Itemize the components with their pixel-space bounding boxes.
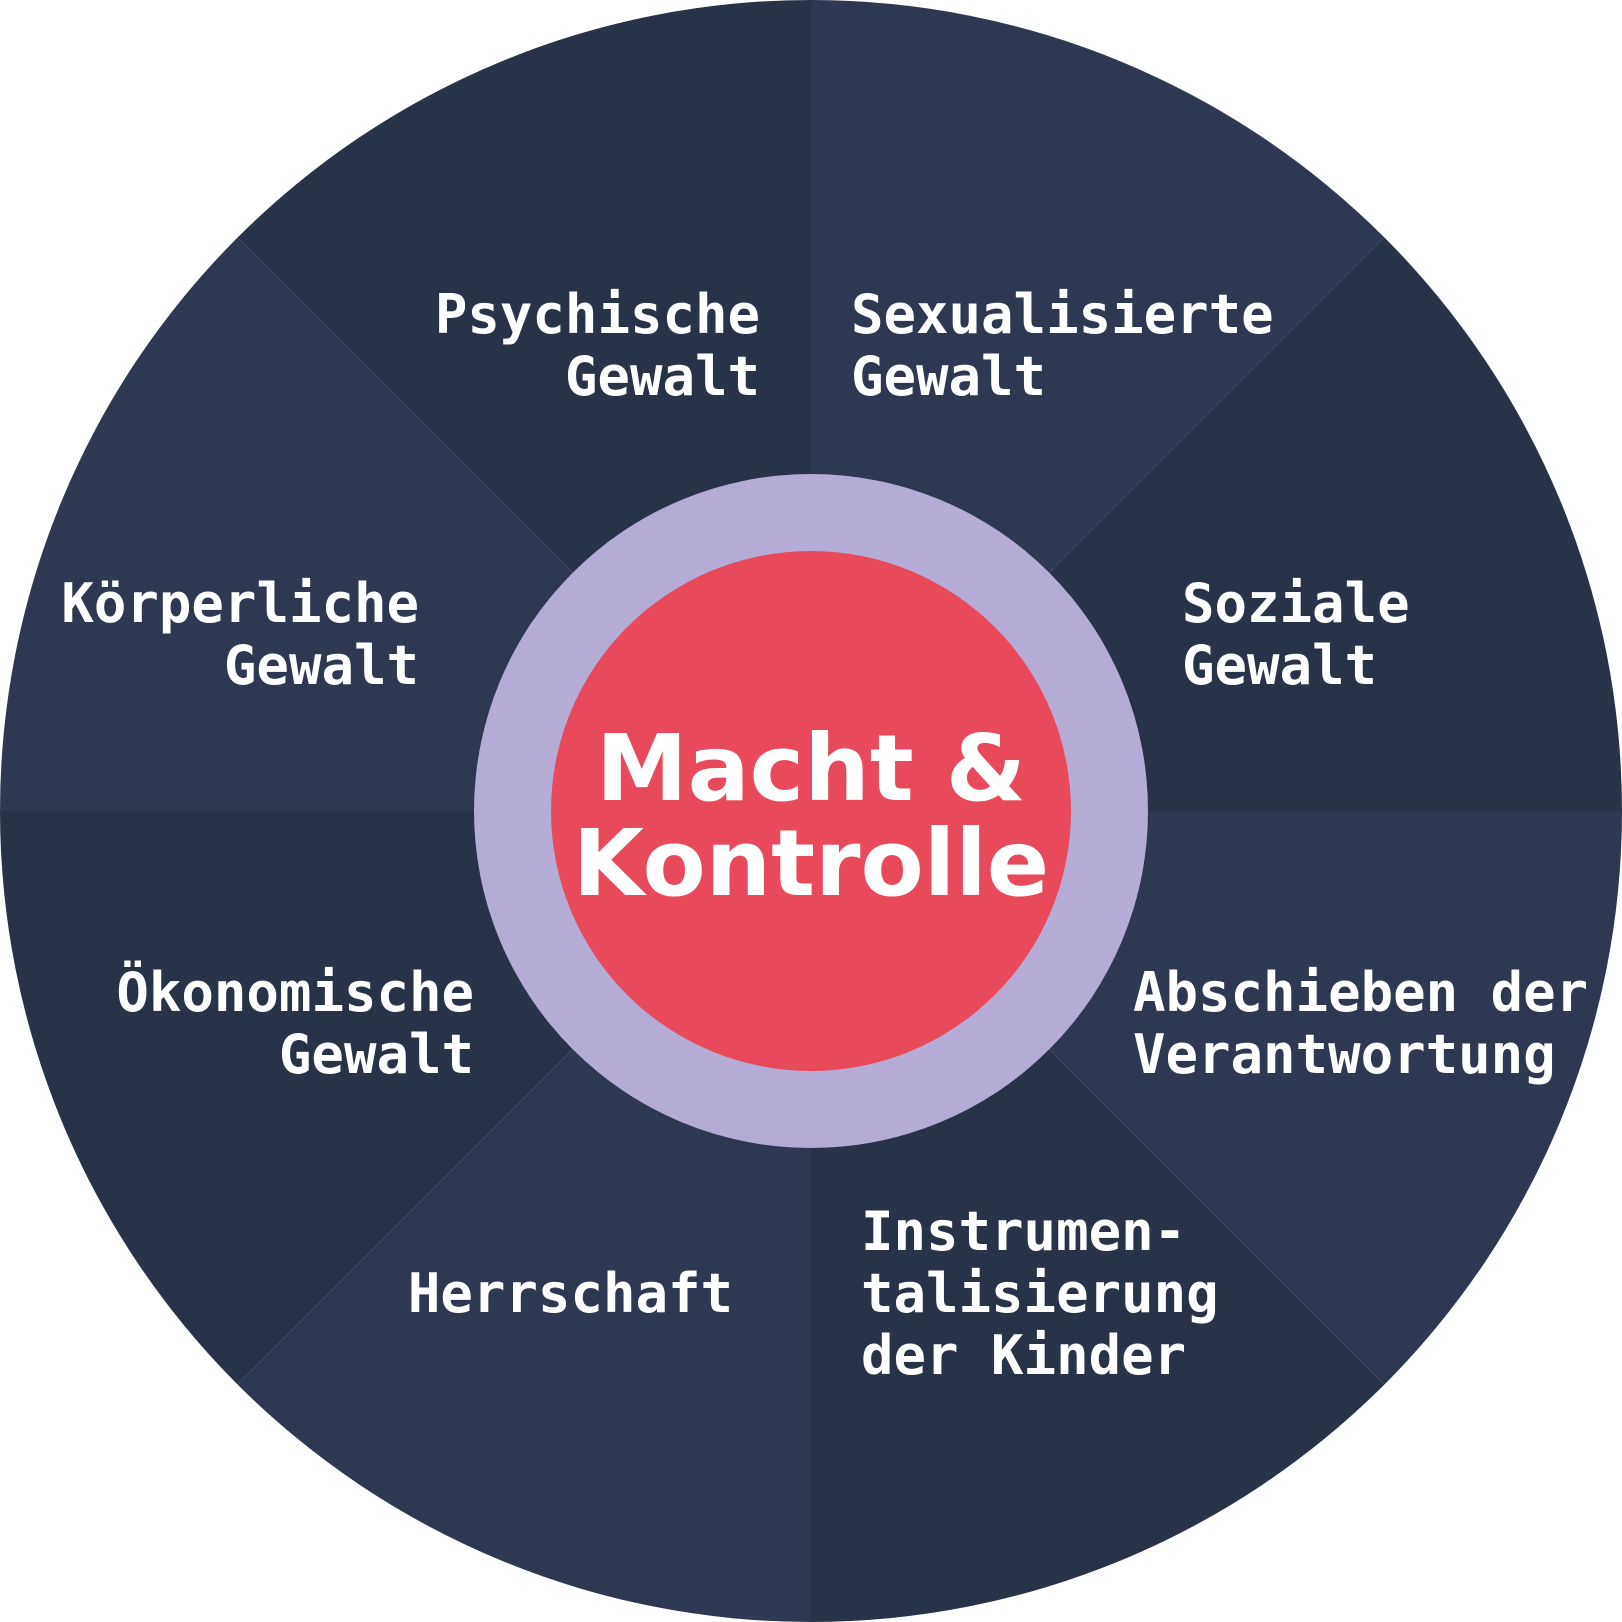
segment-sexualisierte-gewalt-label-line-1: Sexualisierte	[851, 283, 1274, 346]
segment-koerperliche-gewalt-label-line-1: Körperliche	[61, 572, 419, 635]
segment-abschieben-verantwortung-label-line-2: Verantwortung	[1133, 1023, 1556, 1086]
segment-psychische-gewalt-label-line-2: Gewalt	[565, 345, 760, 408]
segment-instrumentalisierung-kinder-label-line-1: Instrumen-	[861, 1200, 1186, 1263]
center-label-line-1: Macht &	[596, 715, 1026, 822]
segment-soziale-gewalt-label-line-1: Soziale	[1182, 572, 1410, 635]
segment-instrumentalisierung-kinder-label-line-3: der Kinder	[861, 1324, 1186, 1387]
segment-sexualisierte-gewalt-label-line-2: Gewalt	[851, 345, 1046, 408]
center-label-line-2: Kontrolle	[573, 810, 1049, 917]
segment-labels: PsychischeGewaltSexualisierteGewaltSozia…	[61, 283, 1588, 1387]
segment-koerperliche-gewalt-label-line-2: Gewalt	[224, 634, 419, 697]
segment-oekonomische-gewalt-label-line-2: Gewalt	[279, 1023, 474, 1086]
segment-oekonomische-gewalt-label-line-1: Ökonomische	[116, 961, 474, 1024]
segment-soziale-gewalt-label-line-2: Gewalt	[1182, 634, 1377, 697]
segment-psychische-gewalt-label-line-1: Psychische	[435, 283, 760, 346]
segment-instrumentalisierung-kinder-label-line-2: talisierung	[861, 1262, 1219, 1325]
segment-herrschaft-label-line-1: Herrschaft	[408, 1262, 733, 1325]
center-circle	[551, 551, 1071, 1071]
segment-abschieben-verantwortung-label-line-1: Abschieben der	[1133, 961, 1588, 1024]
